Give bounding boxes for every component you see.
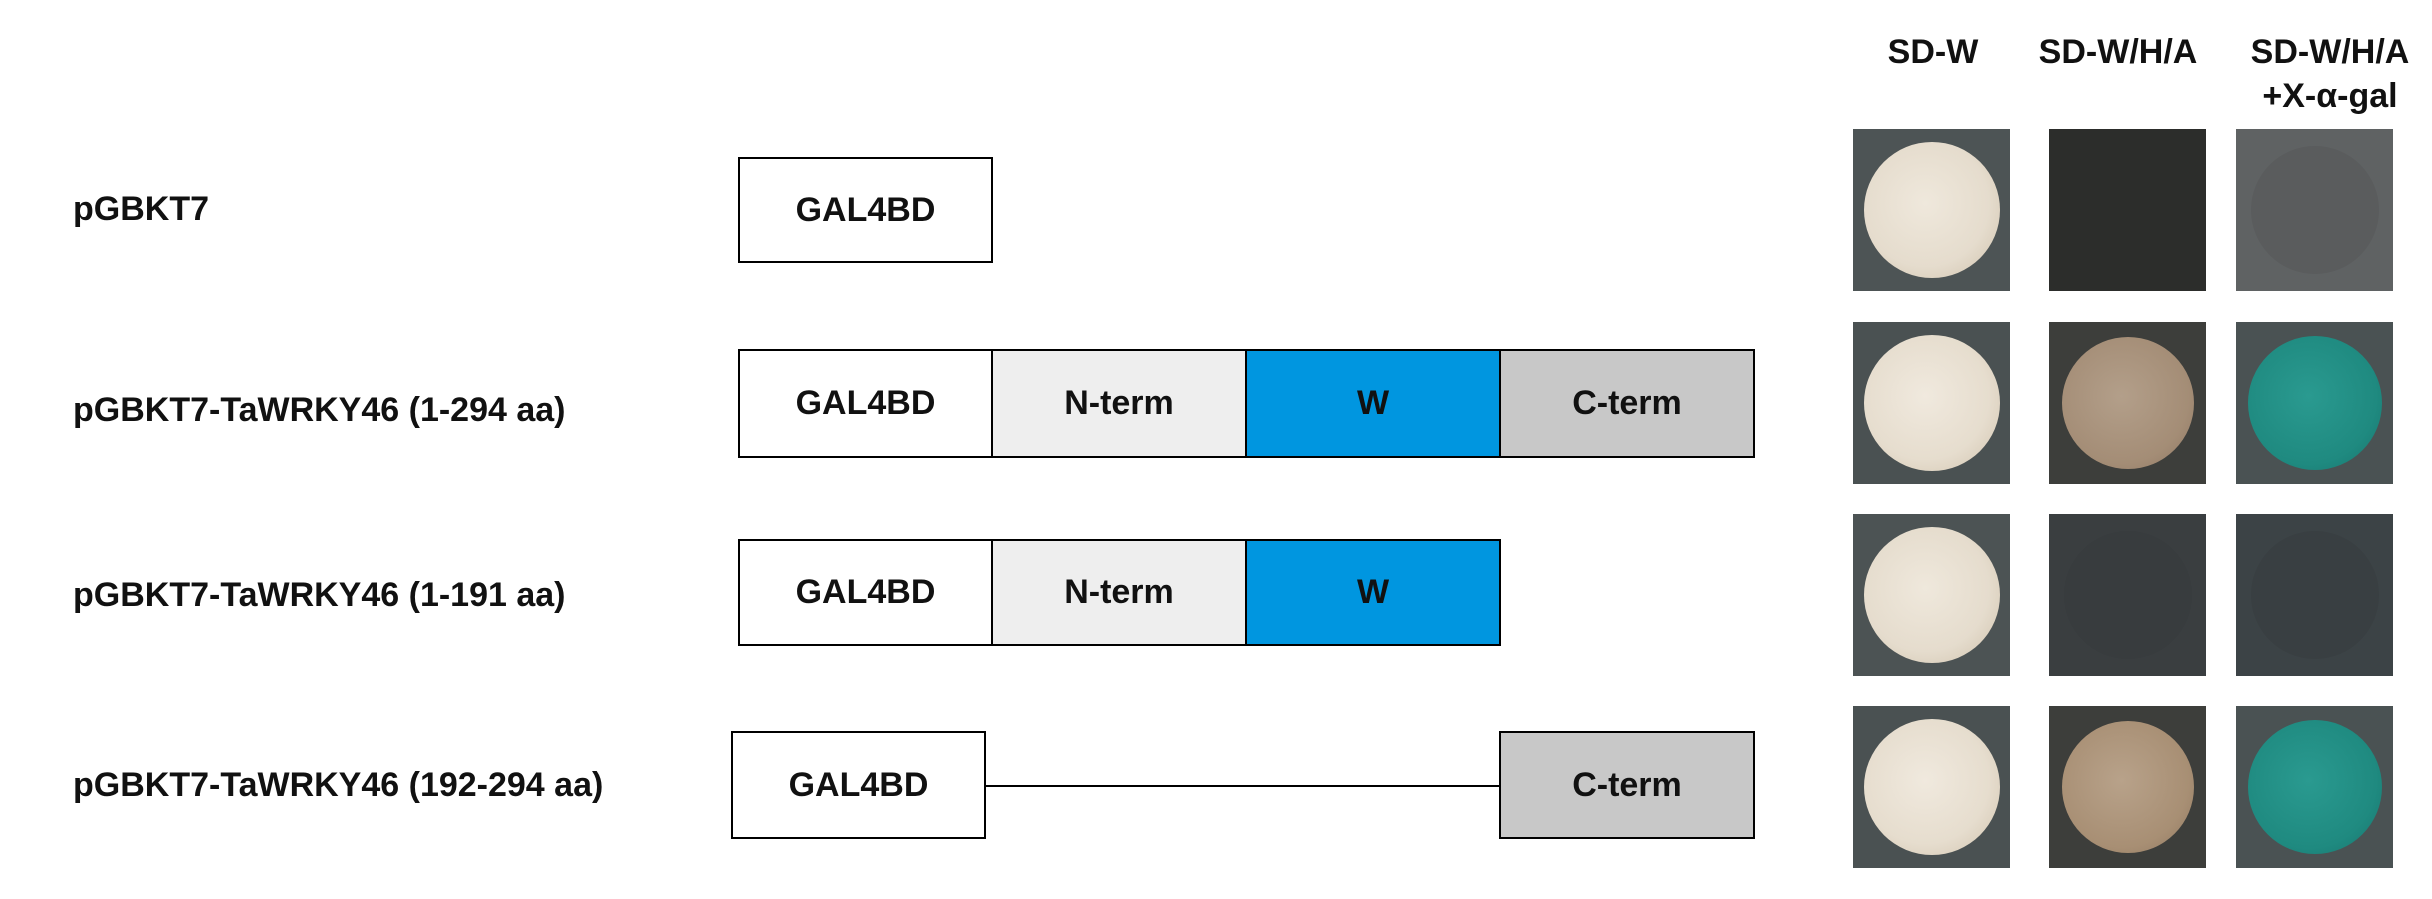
plate-sd-wha [2049, 129, 2206, 291]
plate-sd-w [1853, 706, 2010, 868]
empty-spot [2250, 531, 2379, 659]
yeast-colony-white [1863, 335, 2000, 471]
plate-sd-w [1853, 322, 2010, 484]
yeast-colony-white [1863, 142, 2000, 278]
gal4bd-domain: GAL4BD [731, 731, 986, 839]
gal4bd-domain: GAL4BD [738, 157, 993, 263]
yeast-colony-brown [2061, 337, 2194, 469]
n-term-domain: N-term [991, 539, 1247, 646]
plate-sd-w [1853, 129, 2010, 291]
column-header-xgal-line2: +X-α-gal [2262, 77, 2398, 115]
c-term-domain: C-term [1499, 349, 1755, 458]
row-label-1-191: pGBKT7-TaWRKY46 (1-191 aa) [73, 576, 566, 614]
column-header-sd-wha: SD-W/H/A [2038, 33, 2198, 71]
plate-xgal [2236, 129, 2393, 291]
yeast-colony-white [1863, 719, 2000, 855]
empty-spot [2063, 531, 2192, 659]
column-header-sd-w: SD-W [1887, 33, 1979, 71]
row-label-full-length: pGBKT7-TaWRKY46 (1-294 aa) [73, 391, 566, 429]
w-domain: W [1245, 539, 1501, 646]
plate-xgal [2236, 514, 2393, 676]
plate-sd-wha [2049, 706, 2206, 868]
row-label-pgbkt7: pGBKT7 [73, 190, 209, 228]
column-header-xgal-line1: SD-W/H/A [2250, 33, 2410, 71]
n-term-domain: N-term [991, 349, 1247, 458]
plate-sd-wha [2049, 514, 2206, 676]
yeast-colony-blue [2247, 336, 2382, 470]
gal4bd-domain: GAL4BD [738, 349, 993, 458]
plate-sd-wha [2049, 322, 2206, 484]
empty-spot [2250, 146, 2379, 274]
column-header-xgal: SD-W/H/A +X-α-gal [2230, 30, 2430, 118]
yeast-colony-blue [2247, 720, 2382, 854]
yeast-colony-white [1863, 527, 2000, 663]
plate-xgal [2236, 706, 2393, 868]
row-label-192-294: pGBKT7-TaWRKY46 (192-294 aa) [73, 766, 604, 804]
yeast-colony-brown [2061, 721, 2194, 853]
c-term-domain: C-term [1499, 731, 1755, 839]
gal4bd-domain: GAL4BD [738, 539, 993, 646]
plate-sd-w [1853, 514, 2010, 676]
w-domain: W [1245, 349, 1501, 458]
deletion-line [986, 785, 1500, 787]
plate-xgal [2236, 322, 2393, 484]
